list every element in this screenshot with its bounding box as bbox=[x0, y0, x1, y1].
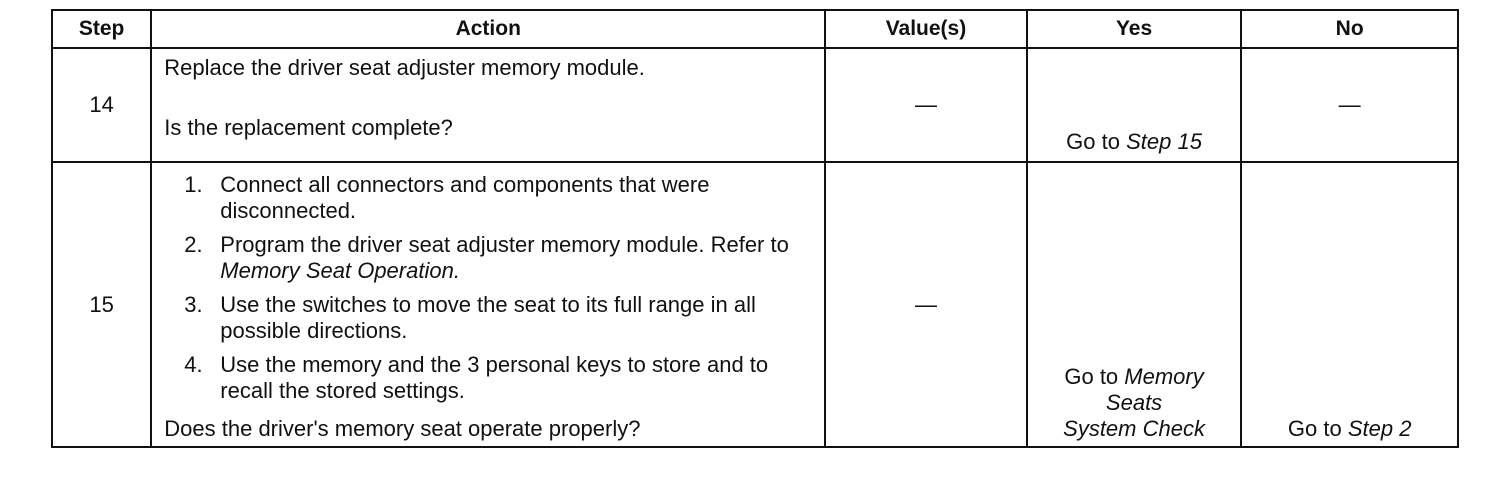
header-values: Value(s) bbox=[824, 9, 1028, 49]
list-item-number: 2. bbox=[184, 232, 203, 257]
value-dash: — bbox=[914, 92, 937, 117]
no-result: Go to Step 2 bbox=[1242, 416, 1457, 442]
no-cell: Go to Step 2 bbox=[1240, 161, 1459, 448]
action-question: Is the replacement complete? bbox=[164, 115, 453, 140]
no-step-link[interactable]: Step 2 bbox=[1347, 416, 1412, 441]
list-item-text: Use the memory and the 3 personal keys t… bbox=[220, 352, 769, 403]
no-cell: — bbox=[1240, 47, 1459, 163]
yes-result: Go to Memory Seats System Check bbox=[1028, 364, 1241, 442]
values-cell: — bbox=[824, 47, 1028, 163]
step-number: 14 bbox=[50, 47, 153, 163]
list-item-number: 3. bbox=[184, 292, 203, 317]
yes-step-link[interactable]: Step 15 bbox=[1126, 129, 1202, 154]
list-item-number: 1. bbox=[184, 172, 203, 197]
list-item: 1. Connect all connectors and components… bbox=[152, 172, 824, 224]
diagnostic-table: Step Action Value(s) Yes No 14 Replace t… bbox=[50, 9, 1459, 448]
no-dash: — bbox=[1338, 92, 1361, 117]
list-item: 2. Program the driver seat adjuster memo… bbox=[152, 232, 824, 284]
no-prefix: Go to bbox=[1287, 416, 1348, 441]
action-text: Replace the driver seat adjuster memory … bbox=[164, 55, 645, 80]
header-step: Step bbox=[50, 9, 153, 49]
yes-link-part[interactable]: System Check bbox=[1063, 416, 1205, 441]
list-item: 3. Use the switches to move the seat to … bbox=[152, 292, 824, 344]
memory-seat-operation-link[interactable]: Memory Seat Operation. bbox=[220, 258, 460, 283]
yes-cell: Go to Memory Seats System Check bbox=[1025, 161, 1243, 448]
list-item: 4. Use the memory and the 3 personal key… bbox=[152, 352, 824, 404]
action-steps-list: 1. Connect all connectors and components… bbox=[152, 172, 824, 412]
action-question: Does the driver's memory seat operate pr… bbox=[164, 416, 641, 441]
list-item-number: 4. bbox=[184, 352, 203, 377]
header-no: No bbox=[1240, 9, 1459, 49]
value-dash: — bbox=[914, 291, 937, 317]
step-number: 15 bbox=[50, 161, 153, 448]
header-row: Step Action Value(s) Yes No bbox=[50, 9, 1459, 49]
action-cell: Replace the driver seat adjuster memory … bbox=[150, 47, 827, 163]
header-action: Action bbox=[150, 9, 827, 49]
values-cell: — bbox=[824, 161, 1028, 448]
list-item-text: Program the driver seat adjuster memory … bbox=[220, 232, 789, 257]
action-cell: 1. Connect all connectors and components… bbox=[150, 161, 827, 448]
yes-link-part[interactable]: Seats bbox=[1105, 390, 1163, 415]
yes-prefix: Go to bbox=[1066, 129, 1127, 154]
table-row: 15 1. Connect all connectors and compone… bbox=[50, 161, 1459, 448]
yes-result: Go to Step 15 bbox=[1028, 129, 1241, 155]
list-item-text: Use the switches to move the seat to its… bbox=[220, 292, 756, 343]
table-row: 14 Replace the driver seat adjuster memo… bbox=[50, 47, 1459, 163]
list-item-text: Connect all connectors and components th… bbox=[220, 172, 710, 223]
yes-link-part[interactable]: Memory bbox=[1124, 364, 1204, 389]
yes-prefix: Go to bbox=[1064, 364, 1125, 389]
yes-cell: Go to Step 15 bbox=[1025, 47, 1243, 163]
header-yes: Yes bbox=[1025, 9, 1243, 49]
